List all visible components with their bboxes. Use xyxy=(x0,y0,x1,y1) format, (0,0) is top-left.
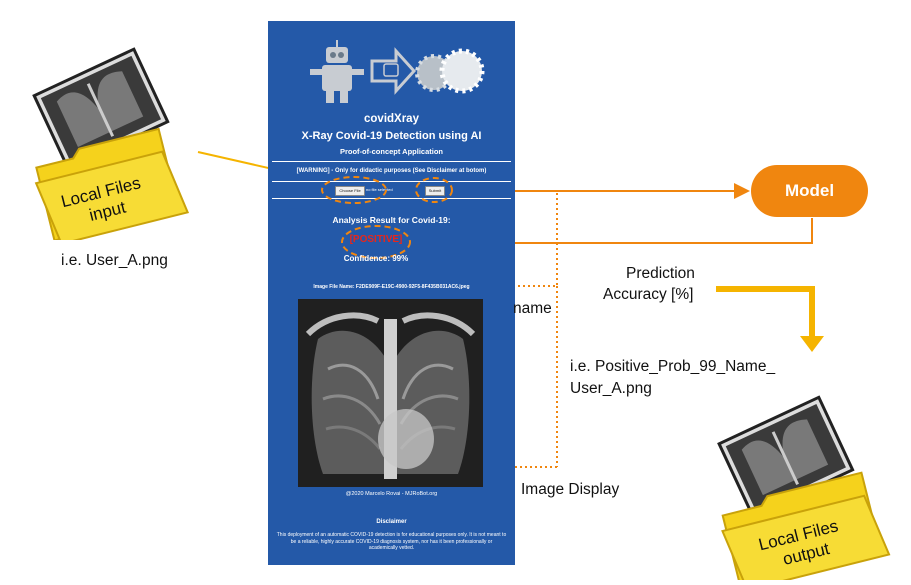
prediction-arrow xyxy=(716,289,812,338)
output-example-line-1: i.e. Positive_Prob_99_Name_ xyxy=(570,358,775,376)
submit-highlight xyxy=(416,178,452,202)
input-example-label: i.e. User_A.png xyxy=(61,252,168,270)
result-value: [POSITIVE] xyxy=(268,234,484,245)
output-folder-graphic: Local Files output xyxy=(700,395,905,580)
result-heading: Analysis Result for Covid-19: xyxy=(268,215,515,225)
chest-xray-illustration xyxy=(298,299,483,487)
choose-file-highlight xyxy=(322,177,386,203)
prediction-label-1: Prediction xyxy=(626,265,695,283)
image-file-name: Image File Name: F2DE909F-E19C-4900-92F5… xyxy=(268,284,515,290)
prediction-label-2: Accuracy [%] xyxy=(603,286,693,304)
name-connector xyxy=(513,190,557,286)
name-label: name xyxy=(513,300,552,318)
xray-image xyxy=(298,299,483,487)
disclaimer-title: Disclaimer xyxy=(268,519,515,525)
copyright-text: @2020 Marcelo Rovai - MJRoBot.org xyxy=(268,491,515,497)
image-display-label: Image Display xyxy=(521,481,619,499)
model-node: Model xyxy=(751,165,868,217)
input-folder-graphic: Local Files input xyxy=(22,40,212,240)
output-example-line-2: User_A.png xyxy=(570,380,652,398)
app-panel: covidXray X-Ray Covid-19 Detection using… xyxy=(268,21,515,565)
confidence-text: Confidence: 99% xyxy=(268,254,484,263)
disclaimer-text: This deployment of an automatic COVID-19… xyxy=(276,532,507,552)
